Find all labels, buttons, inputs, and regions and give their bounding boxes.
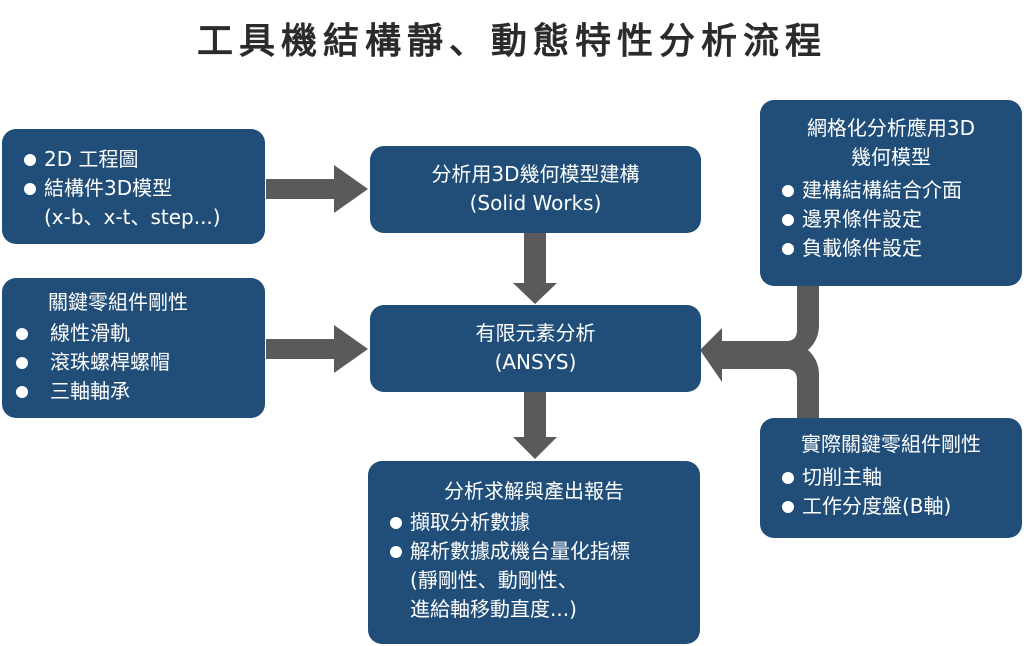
meshing-item: 建構結構結合介面	[780, 176, 1022, 205]
actual-stiffness-item: 工作分度盤(B軸)	[780, 492, 1022, 521]
actual-stiffness-item: 切削主軸	[780, 463, 1022, 492]
bullet-icon	[24, 154, 36, 166]
report-box: 分析求解與產出報告 擷取分析數據 解析數據成機台量化指標 (靜剛性、動剛性、 進…	[368, 461, 700, 644]
report-heading: 分析求解與產出報告	[444, 479, 624, 503]
fea-box: 有限元素分析 (ANSYS)	[370, 305, 701, 392]
meshing-box: 網格化分析應用3D 幾何模型 建構結構結合介面 邊界條件設定 負載條件設定	[760, 100, 1022, 286]
arrow-components-to-fea	[266, 325, 368, 373]
model-building-box: 分析用3D幾何模型建構 (Solid Works)	[370, 146, 701, 233]
bullet-icon	[782, 214, 794, 226]
meshing-item: 邊界條件設定	[780, 205, 1022, 234]
meshing-item: 負載條件設定	[780, 234, 1022, 263]
bullet-icon	[782, 243, 794, 255]
report-metrics-line1: (靜剛性、動剛性、	[410, 568, 578, 592]
fea-software: (ANSYS)	[494, 350, 577, 374]
model-building-software: (Solid Works)	[469, 191, 602, 215]
arrow-model-to-fea	[513, 233, 557, 304]
key-components-box: 關鍵零組件剛性 線性滑軌 滾珠螺桿螺帽 三軸軸承	[2, 278, 265, 418]
report-item: 擷取分析數據	[388, 508, 700, 537]
fea-title: 有限元素分析	[475, 321, 596, 345]
model-building-title: 分析用3D幾何模型建構	[431, 162, 640, 186]
arrow-cad-to-model	[266, 165, 368, 213]
bullet-icon	[782, 472, 794, 484]
key-components-heading: 關鍵零組件剛性	[48, 290, 188, 314]
cad-format-list: (x-b、x-t、step...)	[44, 205, 221, 229]
bullet-icon	[16, 357, 28, 369]
key-component-item: 三軸軸承	[10, 377, 265, 406]
actual-stiffness-box: 實際關鍵零組件剛性 切削主軸 工作分度盤(B軸)	[760, 418, 1022, 538]
bullet-icon	[782, 501, 794, 513]
bullet-icon	[16, 328, 28, 340]
report-item: 解析數據成機台量化指標 (靜剛性、動剛性、 進給軸移動直度...)	[388, 537, 700, 624]
bullet-icon	[390, 517, 402, 529]
cad-input-box: 2D 工程圖 結構件3D模型 (x-b、x-t、step...)	[2, 129, 265, 244]
arrow-merge-to-fea	[700, 286, 819, 418]
bullet-icon	[24, 183, 36, 195]
bullet-icon	[782, 185, 794, 197]
diagram-title: 工具機結構靜、動態特性分析流程	[196, 21, 827, 62]
cad-input-item: 2D 工程圖	[22, 145, 265, 174]
bullet-icon	[16, 386, 28, 398]
bullet-icon	[390, 546, 402, 558]
actual-stiffness-heading: 實際關鍵零組件剛性	[801, 432, 981, 456]
meshing-heading-line1: 網格化分析應用3D	[806, 116, 976, 140]
arrow-fea-to-report	[513, 392, 557, 459]
cad-input-item: 結構件3D模型 (x-b、x-t、step...)	[22, 174, 265, 232]
key-component-item: 滾珠螺桿螺帽	[10, 348, 265, 377]
key-component-item: 線性滑軌	[10, 319, 265, 348]
meshing-heading-line2: 幾何模型	[851, 145, 931, 169]
report-metrics-line2: 進給軸移動直度...)	[410, 597, 577, 621]
